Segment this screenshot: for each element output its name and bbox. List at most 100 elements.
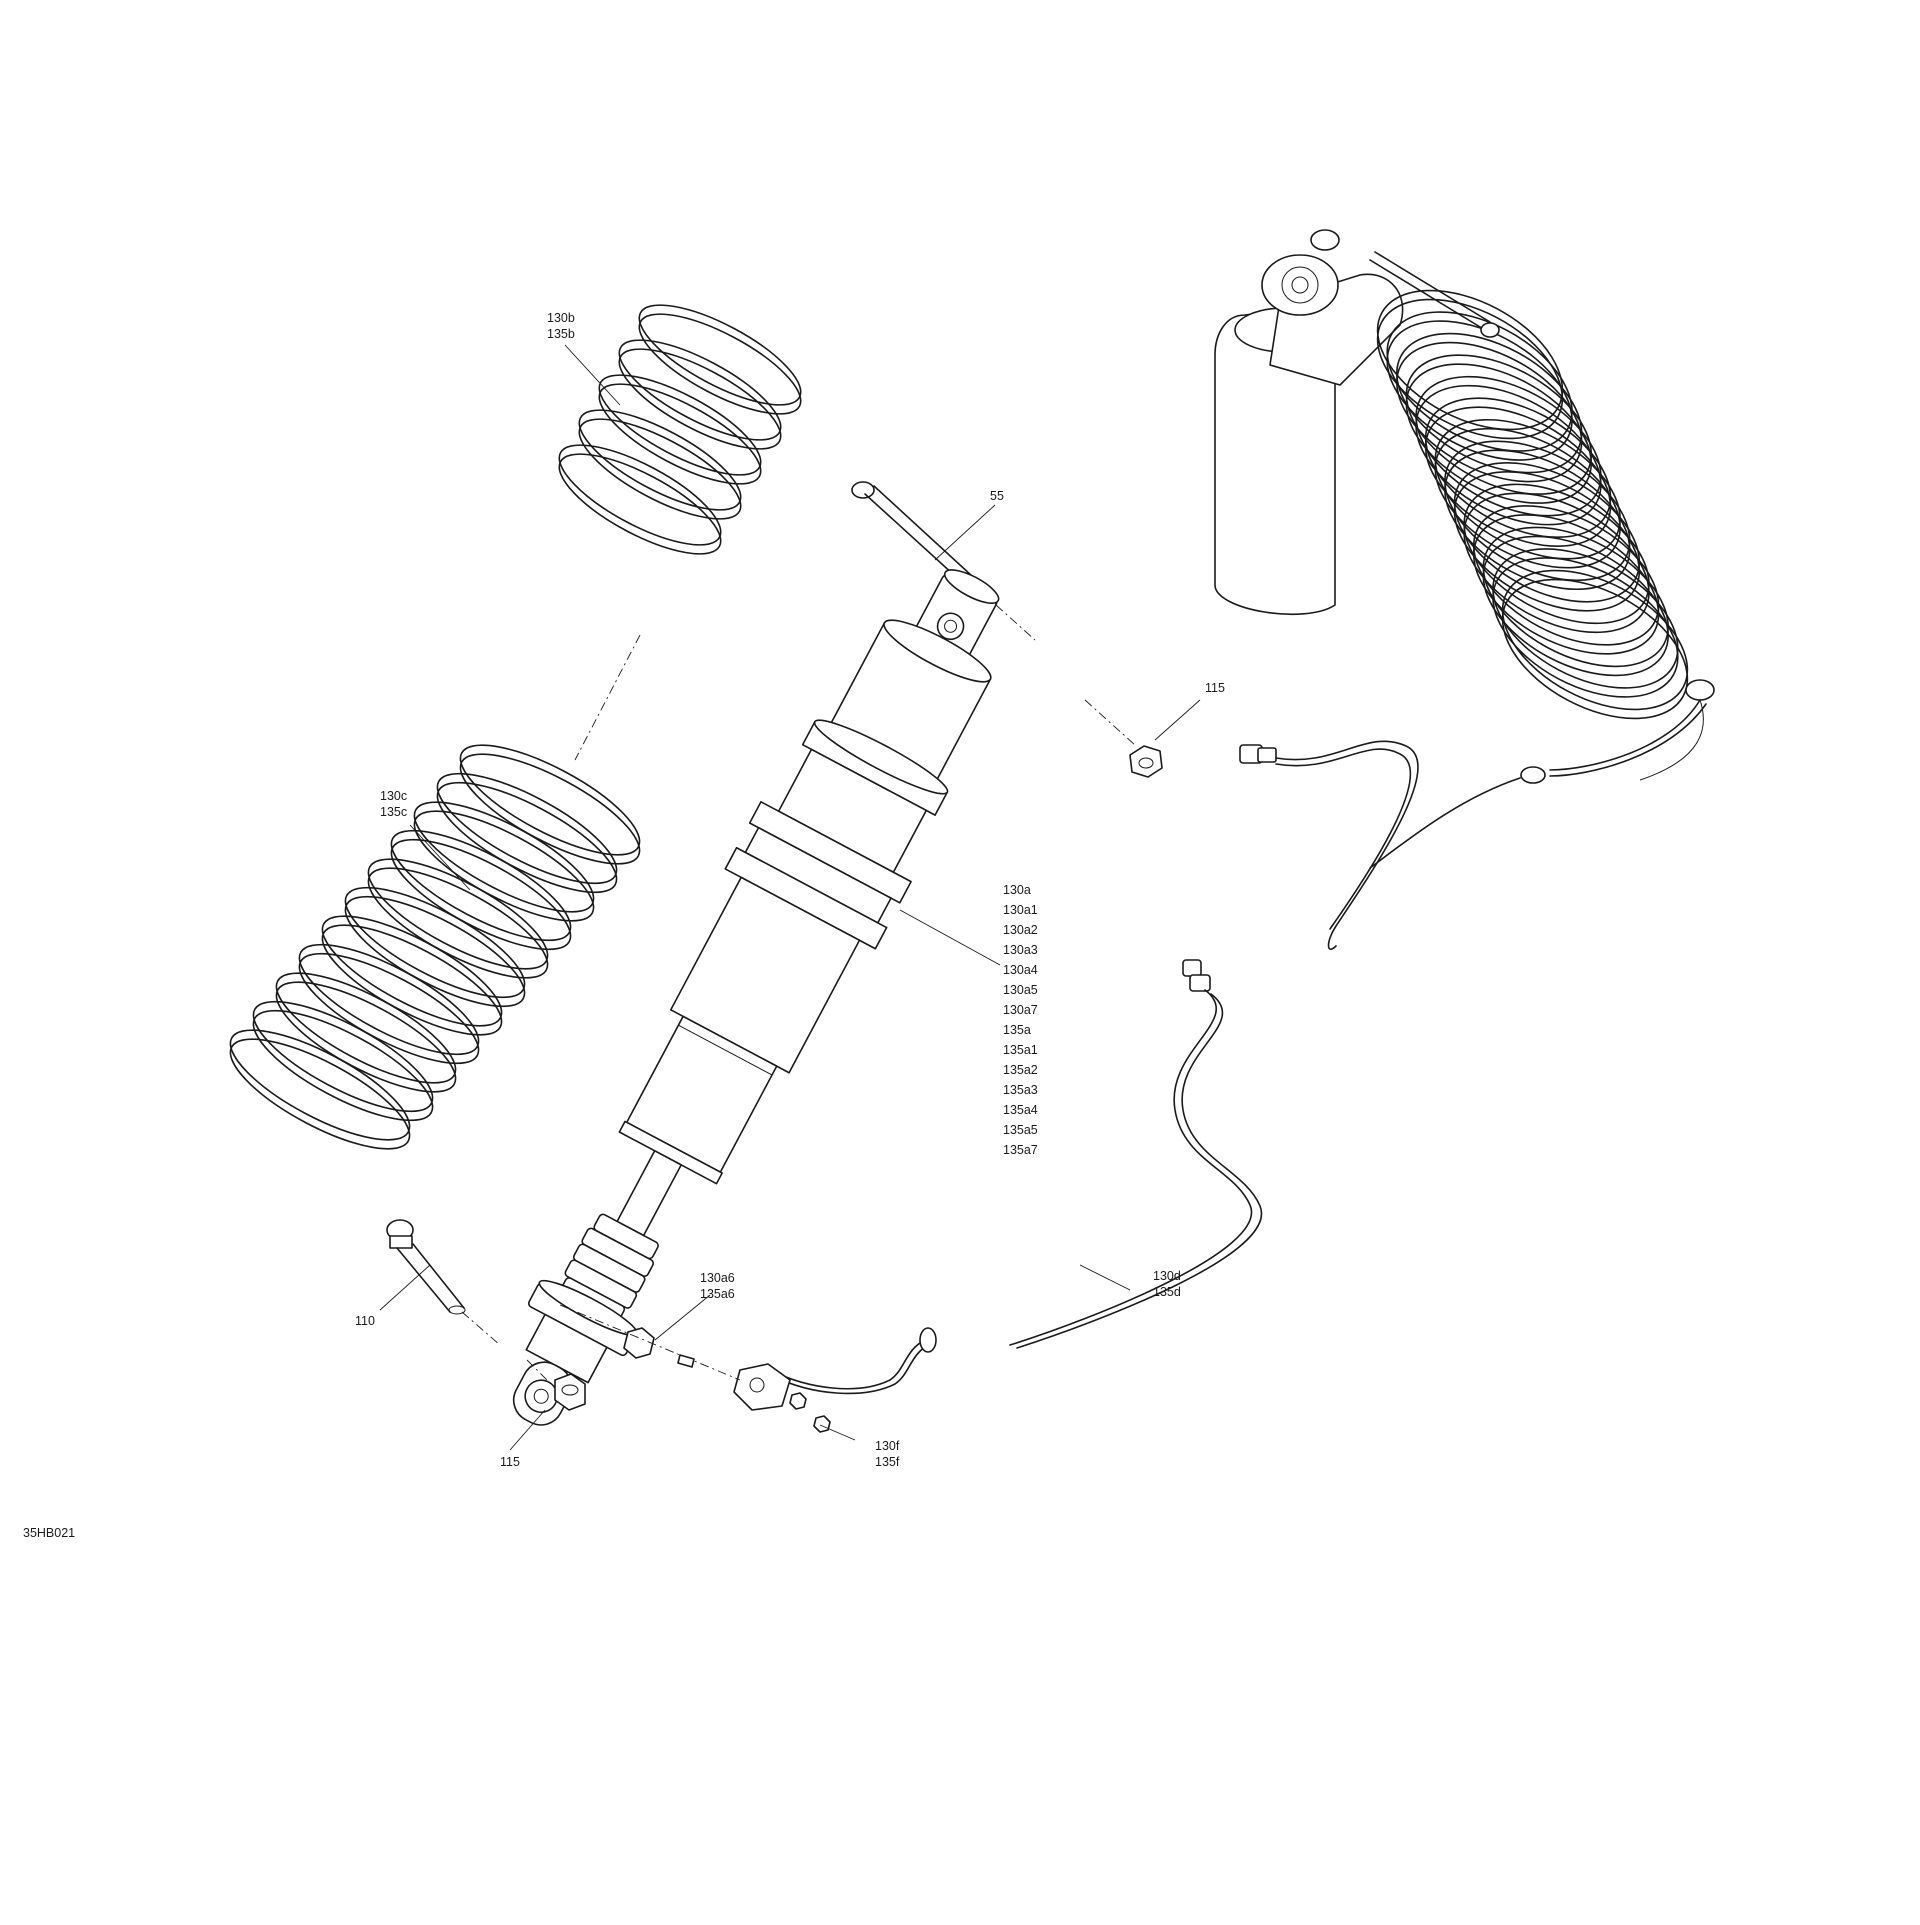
- callout-130a7: 130a7: [1003, 1003, 1038, 1017]
- spring-coil: [367, 867, 549, 979]
- spring-coil: [459, 753, 641, 865]
- spring-coil: [229, 1029, 411, 1141]
- spring-coil: [1424, 397, 1612, 538]
- shock-absorber: [512, 569, 1000, 1426]
- callout-55: 55: [990, 489, 1004, 503]
- spring-coil: [1501, 578, 1689, 720]
- callout-list-shock: 130a 130a1 130a2 130a3 130a4 130a5 130a7…: [1003, 883, 1038, 1157]
- spring-coil: [1501, 569, 1689, 711]
- spring-coil: [252, 1000, 434, 1113]
- spring-coil: [558, 453, 722, 555]
- spring-coil: [275, 981, 457, 1093]
- spring-coil: [390, 838, 572, 951]
- spring-coil: [1434, 427, 1621, 569]
- spring-coil: [598, 374, 762, 476]
- callout-135c: 135c: [380, 805, 407, 819]
- wiring-harness: [733, 959, 1263, 1411]
- callout-135a7: 135a7: [1003, 1143, 1038, 1157]
- callout-135a4: 135a4: [1003, 1103, 1038, 1117]
- spring-coil: [344, 886, 526, 999]
- bottom-nut: [526, 1359, 586, 1411]
- spring-coil: [1405, 363, 1593, 504]
- spring-coil: [578, 409, 742, 511]
- spring-coil: [459, 744, 641, 856]
- spring-coil: [1482, 526, 1669, 668]
- callout-130a4: 130a4: [1003, 963, 1038, 977]
- callout-130a6: 130a6: [700, 1271, 735, 1285]
- drawing-id: 35HB021: [23, 1526, 75, 1540]
- spring-coil: [344, 895, 526, 1008]
- leader-lines: [379, 344, 1201, 1451]
- top-nut: [1084, 699, 1163, 778]
- spring-coil: [578, 418, 742, 520]
- callout-135a: 135a: [1003, 1023, 1031, 1037]
- spring-coil: [1463, 492, 1650, 634]
- spring-coil: [298, 952, 480, 1065]
- callout-135a1: 135a1: [1003, 1043, 1038, 1057]
- spring-coil: [1386, 311, 1573, 452]
- callout-135f: 135f: [875, 1455, 900, 1469]
- spring-coil: [321, 924, 503, 1036]
- spring-coil: [1463, 483, 1650, 625]
- callout-130a2: 130a2: [1003, 923, 1038, 937]
- spring-coil: [275, 972, 457, 1084]
- callout-130a5: 130a5: [1003, 983, 1038, 997]
- callout-115-bottom: 115: [500, 1455, 520, 1469]
- callout-135a2: 135a2: [1003, 1063, 1038, 1077]
- valve-fitting: [559, 1304, 741, 1381]
- spring-coil: [321, 915, 503, 1027]
- spring-coil: [1424, 406, 1612, 547]
- spring-coil: [1376, 289, 1564, 431]
- spring-coil: [252, 1009, 434, 1122]
- spring-coil: [1386, 320, 1573, 461]
- spring-coil: [1396, 332, 1583, 474]
- spring-coil: [618, 339, 782, 441]
- callout-130a3: 130a3: [1003, 943, 1038, 957]
- spring-coil: [390, 829, 572, 942]
- spring-coil: [1405, 354, 1593, 495]
- spring-coil: [436, 772, 618, 885]
- bracket-hardware: [789, 1392, 831, 1433]
- callout-labels: 55 115 130b 135b 130c 135c 130a 130a1 13…: [23, 311, 1225, 1540]
- spring-coil: [1376, 298, 1564, 440]
- spring-coil: [1453, 471, 1641, 612]
- spring-coil: [1472, 514, 1660, 655]
- spring-coil: [618, 348, 782, 450]
- callout-130c: 130c: [380, 789, 407, 803]
- spring-coil: [1444, 449, 1631, 591]
- callout-130f: 130f: [875, 1439, 900, 1453]
- spring-coil: [1444, 440, 1631, 582]
- callout-135a3: 135a3: [1003, 1083, 1038, 1097]
- spring-coil: [1434, 418, 1621, 560]
- spring-coil: [367, 858, 549, 970]
- spring-coil: [558, 444, 722, 546]
- spring-coil: [638, 304, 802, 406]
- spring-coil: [1472, 505, 1660, 646]
- spring-coil: [1396, 341, 1583, 483]
- spring-coil: [1415, 375, 1602, 517]
- spring-coil: [298, 943, 480, 1056]
- spring-coil: [1492, 548, 1679, 689]
- lower-spring: [229, 744, 641, 1150]
- callout-135a5: 135a5: [1003, 1123, 1038, 1137]
- spring-coil: [598, 383, 762, 485]
- spring-coil: [229, 1038, 411, 1150]
- callout-135b: 135b: [547, 327, 575, 341]
- sensor-cable-upper: [1239, 699, 1707, 951]
- spring-coil: [638, 313, 802, 415]
- spring-coil: [413, 801, 595, 913]
- installed-assembly-view: [1214, 229, 1715, 781]
- spring-coil: [413, 810, 595, 922]
- spring-coil: [436, 781, 618, 894]
- callout-110: 110: [355, 1314, 375, 1328]
- callout-130b: 130b: [547, 311, 575, 325]
- callout-135a6: 135a6: [700, 1287, 735, 1301]
- bottom-mounting-bolt: [386, 1219, 501, 1346]
- callout-130d: 130d: [1153, 1269, 1181, 1283]
- callout-130a1: 130a1: [1003, 903, 1038, 917]
- callout-115-top: 115: [1205, 681, 1225, 695]
- upper-spring: [558, 304, 802, 555]
- spring-coil: [1453, 462, 1641, 603]
- spring-coil: [1482, 535, 1669, 677]
